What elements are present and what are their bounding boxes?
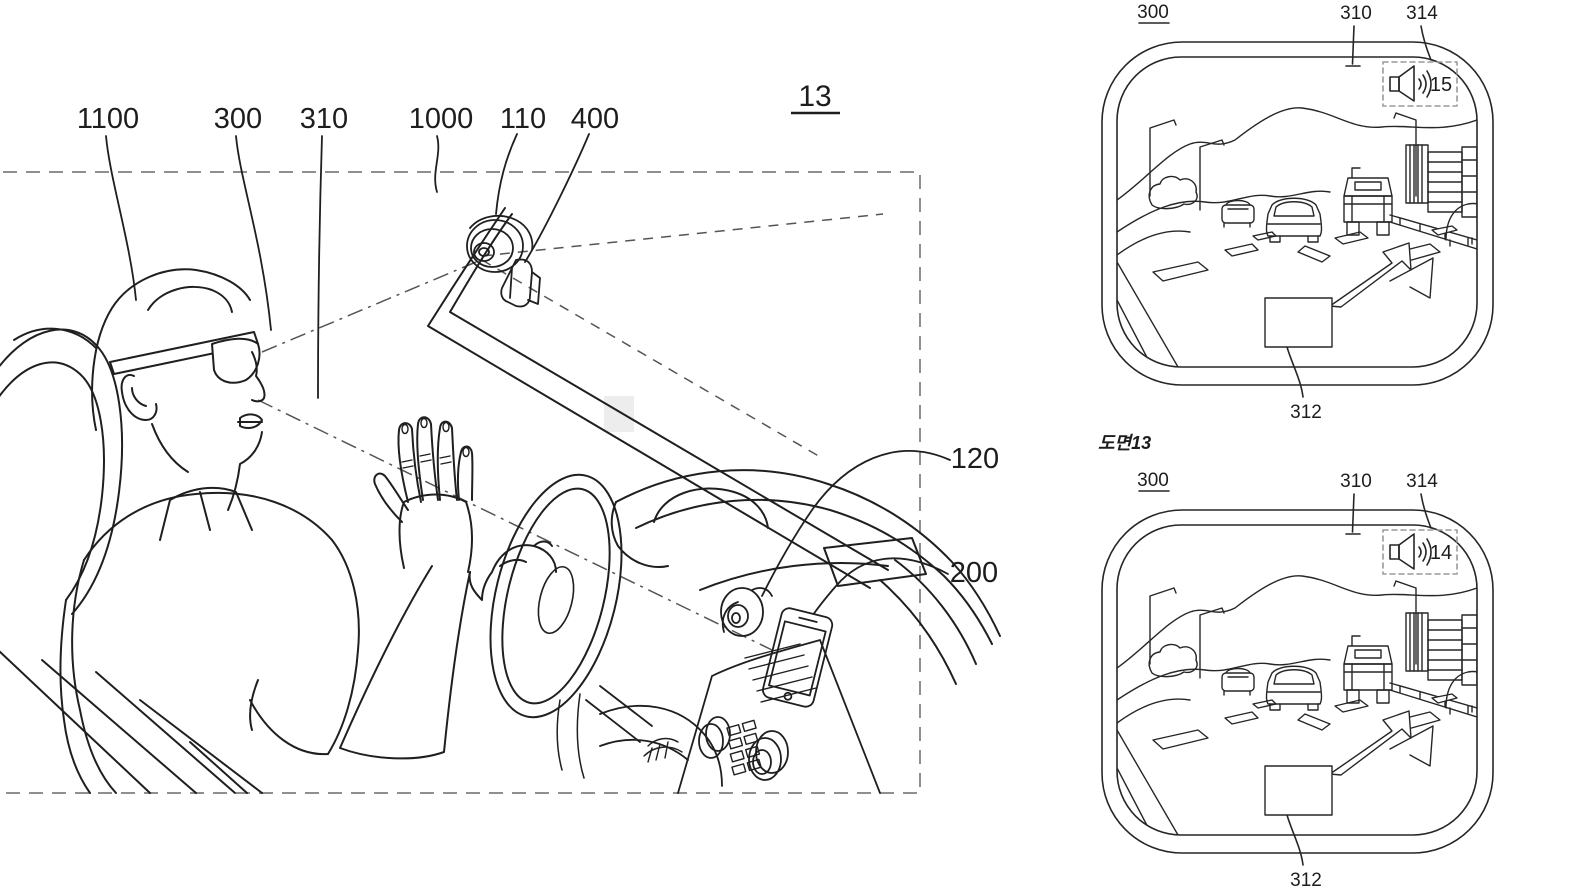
ref-label-300: 300 bbox=[214, 103, 262, 135]
system-boundary-dashed-box bbox=[0, 171, 921, 794]
hud-top-ref-314: 314 bbox=[1406, 3, 1438, 24]
shirt-collar bbox=[159, 486, 253, 541]
dashboard bbox=[610, 469, 1001, 685]
overhead-camera-110 bbox=[466, 214, 541, 308]
cabin-scene bbox=[0, 207, 1001, 794]
windshield-pillar bbox=[427, 207, 889, 589]
driver-ear bbox=[120, 374, 158, 421]
sight-rays bbox=[257, 213, 884, 651]
car-seat bbox=[0, 327, 263, 794]
sleeve bbox=[249, 679, 329, 756]
leader-1100 bbox=[105, 135, 137, 301]
ar-glasses-lens bbox=[211, 337, 261, 384]
hud-top-ref-312: 312 bbox=[1290, 402, 1322, 423]
console-knob bbox=[705, 716, 731, 752]
hud-top-volume-value: 15 bbox=[1430, 74, 1452, 96]
camera-mount-400 bbox=[500, 258, 541, 308]
hand-on-wheel bbox=[468, 540, 557, 601]
smartphone-200 bbox=[762, 607, 834, 708]
gear-boot bbox=[643, 737, 683, 763]
leader-400 bbox=[524, 133, 590, 263]
hud-bottom-ref-310: 310 bbox=[1340, 471, 1372, 492]
ref-label-1000: 1000 bbox=[409, 103, 474, 135]
center-console bbox=[556, 639, 881, 794]
ref-label-400: 400 bbox=[571, 103, 619, 135]
leader-300 bbox=[235, 135, 272, 331]
hud-top-ref-310: 310 bbox=[1340, 3, 1372, 24]
upper-arm bbox=[327, 539, 360, 755]
shoulders bbox=[83, 491, 333, 561]
ref-label-1100: 1100 bbox=[77, 103, 139, 135]
camera-fov-ray-upper bbox=[481, 213, 884, 257]
hud-top-ref-300: 300 bbox=[1137, 2, 1169, 23]
ref-label-120: 120 bbox=[951, 443, 999, 475]
leader-110 bbox=[495, 133, 518, 215]
driver-knee bbox=[599, 704, 723, 787]
driver-lips bbox=[237, 413, 263, 429]
camera-fov-ray-lower bbox=[481, 259, 823, 459]
hud-bottom-volume-value: 14 bbox=[1430, 542, 1452, 564]
hud-bottom-ref-312: 312 bbox=[1290, 870, 1322, 887]
console-knob bbox=[755, 730, 789, 774]
driver-chin-neck bbox=[227, 431, 263, 511]
figure-caption: 도면13 bbox=[1098, 433, 1151, 453]
hud-bottom-ref-300: 300 bbox=[1137, 470, 1169, 491]
driver-nose bbox=[251, 351, 266, 403]
driver-jaw bbox=[151, 423, 189, 473]
leader-120 bbox=[761, 450, 951, 597]
driver-head bbox=[91, 268, 251, 431]
steering-wheel bbox=[489, 473, 653, 743]
driver bbox=[71, 268, 557, 794]
figure-number: 13 bbox=[798, 80, 831, 113]
back bbox=[71, 559, 117, 794]
hud-display-top: 300 310 314 312 15 bbox=[1102, 2, 1493, 423]
ref-label-310: 310 bbox=[300, 103, 348, 135]
driver-hair bbox=[147, 285, 233, 313]
leader-310 bbox=[317, 135, 323, 399]
ref-label-110: 110 bbox=[500, 103, 546, 135]
gray-square bbox=[604, 396, 634, 432]
hud-display-bottom: 300 310 314 312 14 bbox=[1102, 470, 1493, 887]
gaze-ray-to-camera bbox=[261, 261, 477, 353]
ref-label-200: 200 bbox=[950, 557, 998, 589]
gaze-ray-to-phone bbox=[257, 399, 773, 651]
leader-1000 bbox=[434, 135, 440, 193]
hud-bottom-ref-314: 314 bbox=[1406, 471, 1438, 492]
raised-hand bbox=[373, 416, 474, 573]
dash-camera-120 bbox=[720, 587, 773, 637]
forearm bbox=[339, 565, 471, 760]
main-figure: 13 1100 300 310 1000 110 400 120 200 bbox=[0, 80, 1001, 794]
